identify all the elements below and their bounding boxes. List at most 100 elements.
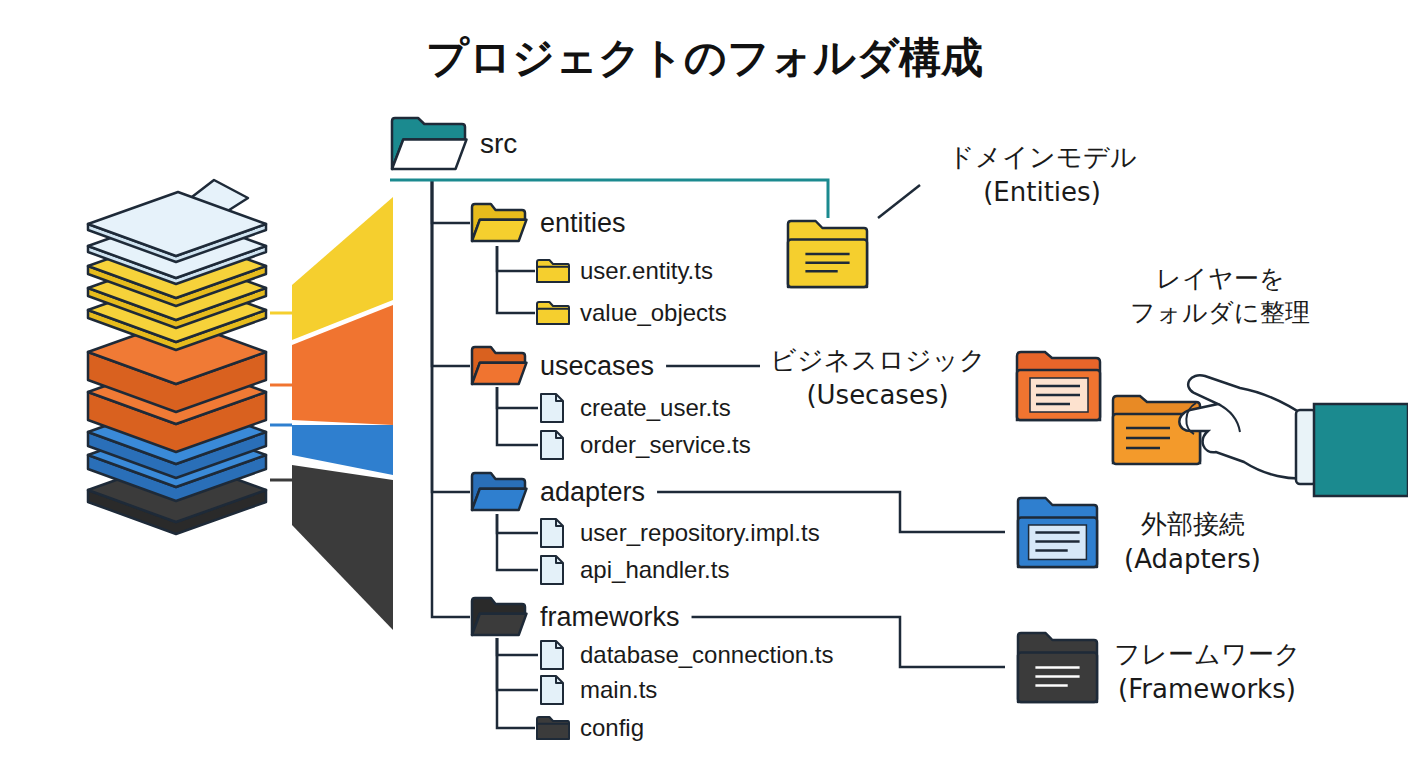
folder-icon-part (1029, 525, 1087, 560)
leader-line (692, 617, 1005, 667)
icon-holder (535, 300, 571, 326)
folder-icon (535, 258, 571, 284)
folder-icon (470, 202, 528, 244)
source-file: main.ts (538, 674, 669, 706)
icon-holder (535, 258, 571, 284)
callout-text: ドメインモデル (Entities) (937, 140, 1147, 210)
layer-wedges-part (270, 424, 292, 427)
layer-folder: frameworks (470, 596, 692, 638)
tree-line (497, 514, 538, 533)
leader-line-part (780, 180, 828, 218)
icon-holder (538, 674, 566, 706)
file-icon-part (556, 431, 563, 438)
file-icon-part (541, 641, 563, 669)
tree-label: entities (540, 207, 626, 239)
tree-line (497, 246, 535, 271)
leader-line (666, 365, 760, 368)
file-icon (538, 392, 566, 424)
hand-holding-folder-part (1126, 427, 1170, 430)
folder-icon-part (537, 724, 569, 739)
folder-icon (1015, 495, 1100, 570)
tree-line (497, 514, 538, 570)
folder-icon-part (472, 220, 527, 241)
hand-holding-folder-part (1126, 447, 1160, 450)
file-icon-part (541, 676, 563, 704)
file-icon (538, 429, 566, 461)
folder-icon (470, 596, 528, 638)
file-icon-part (541, 394, 563, 422)
folder-icon (785, 218, 870, 290)
icon-holder (470, 596, 528, 638)
source-file: database_connection.ts (538, 639, 846, 671)
layer-wedges-part (270, 479, 292, 482)
folder-icon-part (1018, 633, 1097, 702)
diagram-title: プロジェクトのフォルダ構成 (0, 30, 1408, 86)
folder-icon-part (472, 489, 527, 510)
file-icon-part (541, 431, 563, 459)
file-icon (538, 674, 566, 706)
tree-label: usecases (540, 350, 654, 382)
icon-holder (470, 345, 528, 387)
callout-text: ビジネスロジック (Usecases) (760, 343, 995, 413)
icon-holder (1015, 495, 1100, 570)
layer-folder: entities (470, 200, 638, 246)
source-file: user_repository.impl.ts (538, 517, 832, 549)
folder-icon (1015, 630, 1100, 705)
folder-icon (470, 345, 528, 387)
folder-icon-part (1035, 666, 1079, 669)
source-file: api_handler.ts (538, 554, 741, 586)
orange-folder-icon (1017, 352, 1100, 420)
tree-label: create_user.ts (580, 394, 731, 423)
folder-icon-part (392, 140, 467, 169)
layer-folder: adapters (470, 470, 657, 514)
hand-holding-folder-part (1179, 375, 1308, 478)
folder-icon-part (472, 363, 527, 384)
file-icon-part (556, 556, 563, 563)
tree-line (497, 638, 538, 690)
sub-folder: user.entity.ts (535, 257, 725, 285)
folder-icon-part (805, 270, 837, 273)
leader-line-part (878, 185, 920, 218)
tree-line (497, 638, 535, 728)
hand-holding-folder (1113, 375, 1408, 496)
layer-callout: ドメインモデル (Entities) (780, 140, 1160, 295)
folder-icon-part (537, 717, 569, 739)
layer-folder: usecases (470, 345, 666, 387)
note-label: レイヤーを フォルダに整理 (1125, 262, 1315, 330)
tree-label: order_service.ts (580, 431, 751, 460)
folder-icon-part (1035, 675, 1079, 678)
tree-line (497, 387, 538, 408)
leader-line (390, 179, 780, 182)
file-icon-part (556, 641, 563, 648)
file-icon-part (556, 394, 563, 401)
sub-folder: config (535, 714, 656, 742)
folder-icon-part (1035, 531, 1079, 534)
icon-holder (785, 218, 870, 290)
folder-icon (535, 300, 571, 326)
layer-wedges-part (292, 465, 393, 630)
folder-icon (470, 471, 528, 513)
folder-icon-part (1018, 518, 1097, 568)
layer-callout: 外部接続 (Adapters) (1005, 490, 1260, 575)
tree-label: adapters (540, 476, 645, 508)
file-icon-part (541, 519, 563, 547)
folder-icon-part (537, 260, 569, 282)
orange-folder-icon-part (1017, 352, 1100, 420)
folder-icon-part (805, 261, 849, 264)
file-icon-part (541, 556, 563, 584)
orange-folder-icon-part (1036, 385, 1080, 388)
tree-line (497, 387, 538, 445)
tree-label: user.entity.ts (580, 257, 713, 286)
icon-holder (538, 429, 566, 461)
folder-icon-part (1035, 540, 1079, 543)
orange-folder-icon-part (1036, 403, 1070, 406)
folder-icon-part (537, 302, 569, 324)
orange-folder-icon-part (1017, 370, 1100, 420)
folder-icon-part (472, 614, 527, 635)
callout-text: 外部接続 (Adapters) (1115, 507, 1270, 577)
callout-text: フレームワーク (Frameworks) (1107, 637, 1307, 707)
folder-icon-part (805, 253, 849, 256)
folder-icon-part (788, 240, 867, 287)
icon-holder (535, 715, 571, 741)
